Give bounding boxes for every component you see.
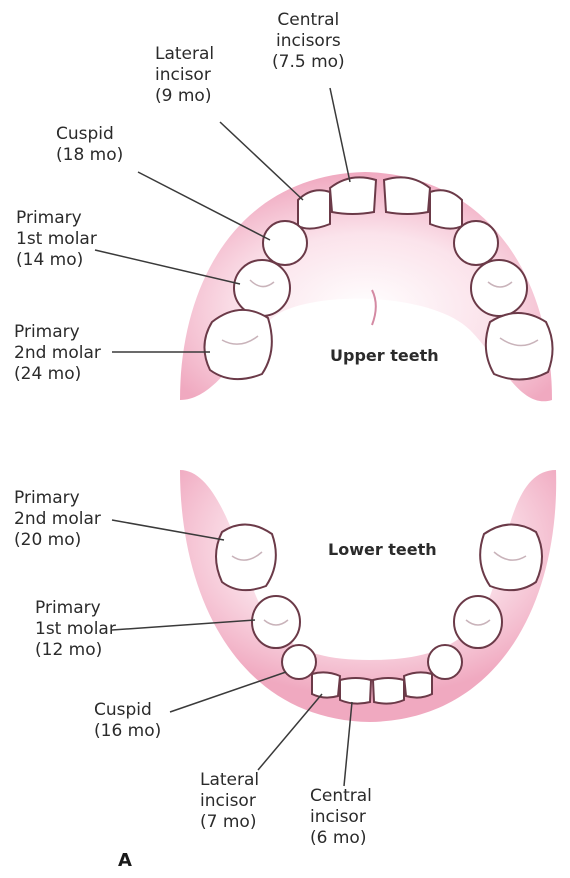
lower-right-lateral-incisor — [404, 672, 432, 697]
leader-lower-cuspid — [170, 672, 286, 712]
upper-right-central-incisor — [384, 177, 430, 214]
upper-right-lateral-incisor — [430, 190, 462, 228]
lower-right-central-incisor — [373, 678, 404, 704]
upper-right-second-molar — [486, 313, 553, 380]
upper-left-cuspid — [263, 221, 307, 265]
upper-arch — [180, 172, 553, 401]
label-upper-cuspid: Cuspid (18 mo) — [56, 124, 123, 166]
lower-teeth-title: Lower teeth — [328, 540, 437, 559]
panel-letter: A — [118, 850, 132, 871]
lower-left-second-molar — [216, 524, 276, 590]
lower-left-cuspid — [282, 645, 316, 679]
upper-left-central-incisor — [330, 177, 376, 214]
label-upper-central-incisors: Central incisors (7.5 mo) — [272, 10, 345, 73]
lower-left-first-molar — [252, 596, 300, 648]
lower-right-second-molar — [480, 524, 542, 590]
leader-upper-lateral — [220, 122, 303, 200]
upper-right-cuspid — [454, 221, 498, 265]
lower-left-central-incisor — [340, 678, 371, 704]
label-upper-primary-1st-molar: Primary 1st molar (14 mo) — [16, 208, 97, 271]
lower-left-lateral-incisor — [312, 672, 340, 697]
leader-upper-central — [330, 88, 350, 182]
label-lower-central-incisor: Central incisor (6 mo) — [310, 786, 372, 849]
upper-left-first-molar — [234, 260, 290, 316]
label-upper-lateral-incisor: Lateral incisor (9 mo) — [155, 44, 214, 107]
lower-arch — [180, 470, 556, 722]
upper-left-lateral-incisor — [298, 190, 330, 228]
label-lower-lateral-incisor: Lateral incisor (7 mo) — [200, 770, 259, 833]
leader-lower-lateral — [258, 694, 322, 770]
lower-right-first-molar — [454, 596, 502, 648]
label-lower-primary-1st-molar: Primary 1st molar (12 mo) — [35, 598, 116, 661]
label-lower-primary-2nd-molar: Primary 2nd molar (20 mo) — [14, 488, 101, 551]
lower-right-cuspid — [428, 645, 462, 679]
label-upper-primary-2nd-molar: Primary 2nd molar (24 mo) — [14, 322, 101, 385]
leader-upper-cuspid — [138, 172, 270, 240]
upper-teeth-title: Upper teeth — [330, 346, 439, 365]
upper-right-first-molar — [471, 260, 527, 316]
label-lower-cuspid: Cuspid (16 mo) — [94, 700, 161, 742]
